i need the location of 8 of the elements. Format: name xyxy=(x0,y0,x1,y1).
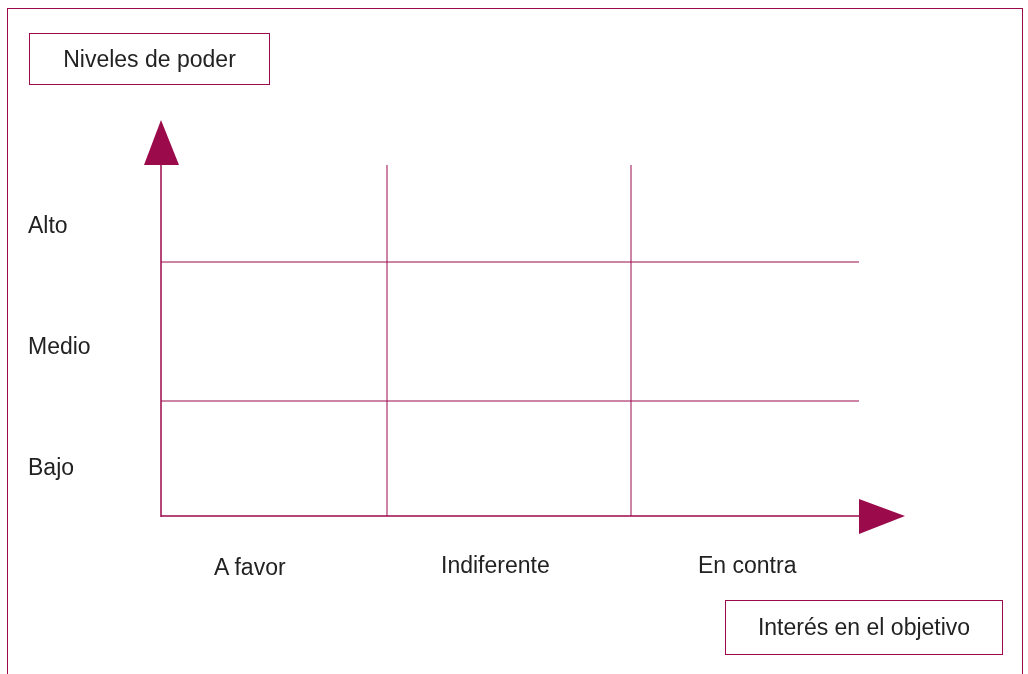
x-axis-label: Indiferente xyxy=(441,551,550,580)
y-axis-label: Medio xyxy=(28,332,91,361)
y-axis-label: Alto xyxy=(28,211,68,240)
x-axis-label: En contra xyxy=(698,551,797,580)
y-axis-label: Bajo xyxy=(28,453,75,482)
axis-title-box: Interés en el objetivo xyxy=(725,600,1003,655)
axis-title-box: Niveles de poder xyxy=(29,33,270,85)
x-axis-label: A favor xyxy=(214,553,286,582)
